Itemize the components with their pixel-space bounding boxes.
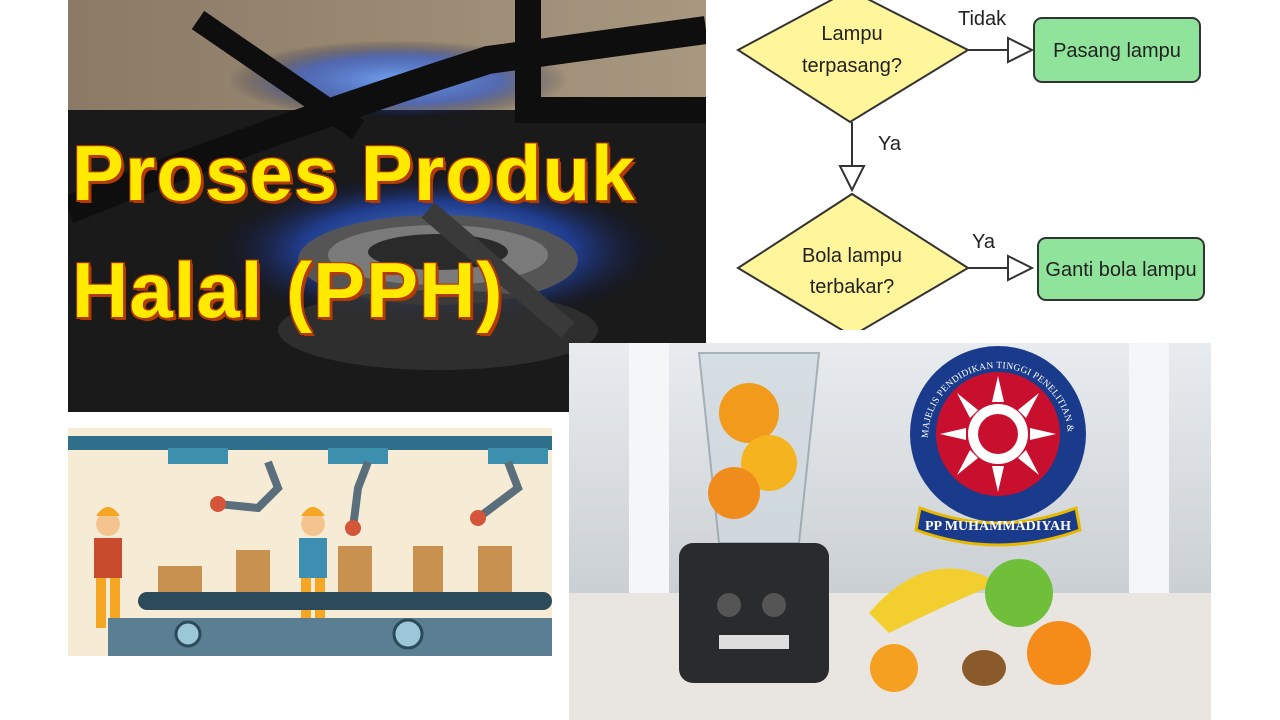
- arrowhead-no: [1007, 36, 1035, 64]
- action-1-label: Pasang lampu: [1053, 40, 1181, 62]
- stove-photo: [68, 0, 706, 412]
- arrowhead-yes-1: [838, 165, 866, 193]
- title-line-2: Halal (PPH): [72, 246, 504, 334]
- label-ya-1: Ya: [878, 133, 902, 155]
- action-2-label: Ganti bola lampu: [1045, 259, 1196, 281]
- label-tidak: Tidak: [958, 8, 1007, 30]
- logo-banner: [914, 505, 1082, 547]
- factory-illustration: [68, 428, 552, 656]
- label-ya-2: Ya: [972, 231, 996, 253]
- action-box-2: [1037, 237, 1205, 301]
- flowchart: Lampu terpasang? Tidak Pasang lampu Ya B…: [728, 0, 1228, 330]
- decision-2-line-2: terbakar?: [810, 276, 895, 298]
- decision-2-line-1: Bola lampu: [802, 245, 902, 267]
- logo-banner-text: PP MUHAMMADIYAH: [925, 519, 1071, 534]
- title-line-1: Proses Produk: [72, 129, 636, 217]
- action-box-1: [1033, 17, 1201, 83]
- decision-1-line-2: terpasang?: [802, 55, 902, 77]
- blender-photo: [569, 343, 1211, 720]
- muhammadiyah-logo: PP MUHAMMADIYAH MAJELIS PENDIDIKAN TINGG…: [900, 338, 1096, 562]
- stove-illustration: [68, 0, 706, 412]
- arrowhead-yes-2: [1007, 254, 1035, 282]
- decision-1-line-1: Lampu: [821, 23, 882, 45]
